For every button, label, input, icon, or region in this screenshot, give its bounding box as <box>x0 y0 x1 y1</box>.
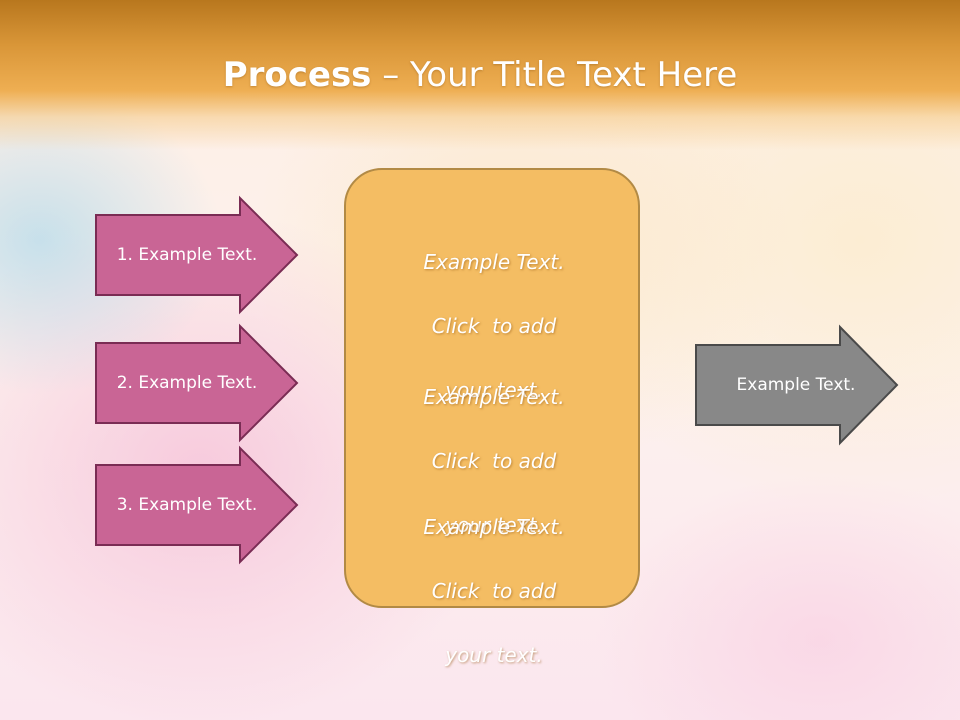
center-text-block-1: Example Text. Click to add your text. <box>346 214 642 438</box>
title-bold: Process <box>222 55 372 95</box>
block-line: your text. <box>445 378 543 402</box>
title-bar <box>0 0 960 150</box>
title-rest: – Your Title Text Here <box>371 55 738 95</box>
block-line: your text. <box>445 643 543 667</box>
step-arrow-1[interactable]: 1. Example Text. <box>95 195 299 315</box>
arrow-shape <box>95 195 299 315</box>
block-line: Click to add <box>431 449 557 473</box>
result-label: Example Text. <box>736 375 856 395</box>
center-text-block-3: Example Text. Click to add your text. <box>346 479 642 703</box>
center-text-block-2: Example Text. Click to add your text. <box>346 349 642 573</box>
step-label: 3. Example Text. <box>116 495 258 515</box>
block-line: Click to add <box>431 579 557 603</box>
arrow-shape <box>95 323 299 443</box>
step-arrow-2[interactable]: 2. Example Text. <box>95 323 299 443</box>
arrow-shape <box>95 445 299 565</box>
block-line: Example Text. <box>423 250 565 274</box>
block-line: Example Text. <box>423 385 565 409</box>
block-line: Click to add <box>431 314 557 338</box>
block-line: your text. <box>445 513 543 537</box>
center-text-box[interactable]: Example Text. Click to add your text. Ex… <box>344 168 642 667</box>
step-label: 1. Example Text. <box>116 245 258 265</box>
block-line: Example Text. <box>423 515 565 539</box>
step-arrow-3[interactable]: 3. Example Text. <box>95 445 299 565</box>
result-arrow[interactable]: Example Text. <box>695 324 899 446</box>
slide-title[interactable]: Process – Your Title Text Here <box>0 54 960 96</box>
arrow-shape <box>695 324 899 446</box>
step-label: 2. Example Text. <box>116 373 258 393</box>
